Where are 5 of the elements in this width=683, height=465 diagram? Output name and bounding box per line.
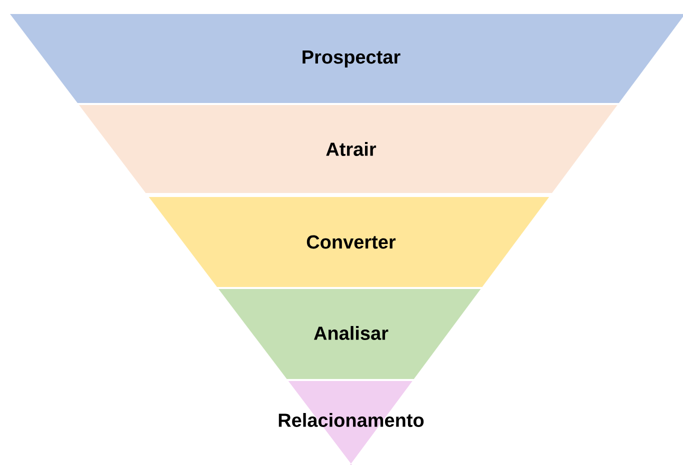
funnel-band: Analisar <box>218 289 481 379</box>
funnel-band: Converter <box>148 197 550 287</box>
funnel-band: Atrair <box>79 105 618 193</box>
funnel-band: Relacionamento <box>278 381 424 465</box>
funnel-band: Prospectar <box>10 14 683 103</box>
